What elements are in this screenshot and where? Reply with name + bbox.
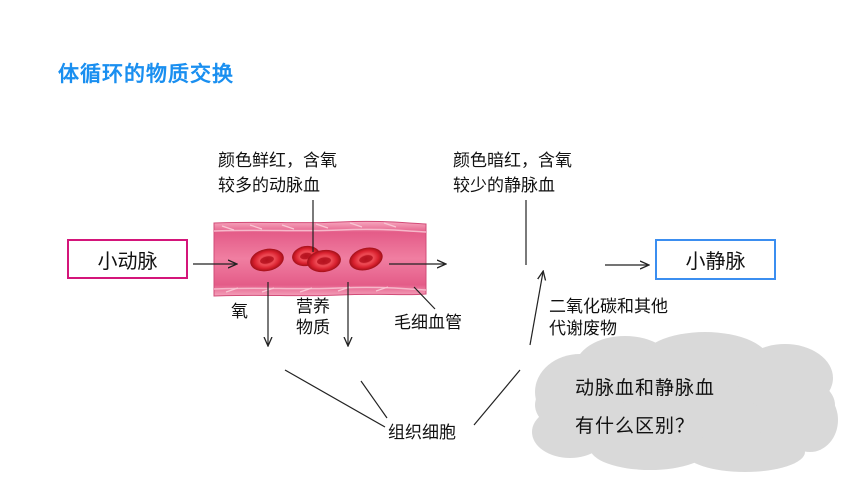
arterial-blood-label: 颜色鲜红，含氧 较多的动脉血 bbox=[218, 151, 337, 196]
venule-box: 小静脉 bbox=[655, 239, 776, 280]
arteriole-box: 小动脉 bbox=[67, 239, 188, 279]
tissue-pointer-mid bbox=[360, 380, 388, 419]
red-blood-cell bbox=[349, 247, 383, 271]
venous-blood-label: 颜色暗红，含氧 较少的静脉血 bbox=[453, 151, 572, 196]
capillary-pointer bbox=[413, 286, 436, 310]
waste-label: 二氧化碳和其他 代谢废物 bbox=[549, 297, 668, 339]
red-blood-cell bbox=[307, 249, 341, 273]
tissue-pointer-right bbox=[473, 369, 521, 426]
question-text: 动脉血和静脉血 有什么区别？ bbox=[575, 377, 716, 437]
oxygen-label: 氧 bbox=[231, 302, 248, 322]
red-blood-cell bbox=[250, 248, 284, 272]
tissue-cells-label: 组织细胞 bbox=[388, 423, 456, 443]
waste-arrow bbox=[529, 272, 543, 346]
nutrients-label: 营养 物质 bbox=[296, 297, 330, 338]
capillary-label: 毛细血管 bbox=[394, 313, 462, 333]
red-blood-cells bbox=[250, 245, 383, 273]
page-title: 体循环的物质交换 bbox=[58, 62, 234, 86]
question-cloud bbox=[532, 332, 838, 472]
tissue-pointer-left bbox=[284, 369, 386, 428]
